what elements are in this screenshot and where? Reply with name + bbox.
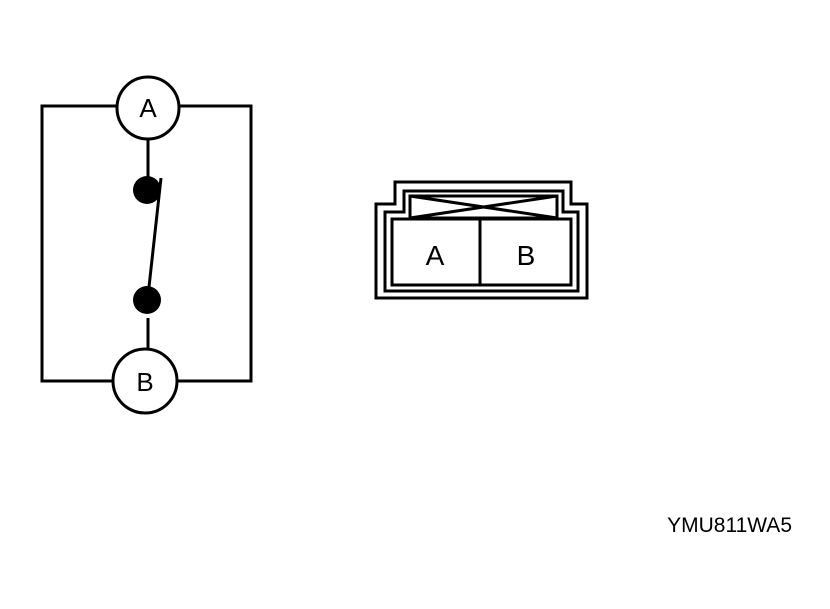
terminal-a-label: A	[139, 93, 157, 123]
terminal-a-circle	[115, 75, 181, 141]
connector-pin-b-label: B	[517, 240, 536, 271]
contact-top	[133, 176, 161, 204]
connector-housing-outer	[374, 180, 589, 300]
loop-wire-left	[40, 104, 118, 383]
contact-bottom	[133, 286, 161, 314]
connector-latch-cross-2	[409, 194, 558, 220]
connector	[374, 180, 589, 300]
terminal-b-circle	[111, 347, 179, 415]
loop-wire-right	[178, 104, 253, 383]
terminal-b-label: B	[136, 367, 153, 397]
connector-pin-b-cavity	[478, 217, 573, 287]
switch-schematic	[40, 75, 253, 415]
switch-lever	[146, 177, 163, 297]
reference-code: YMU811WA5	[667, 514, 792, 537]
connector-pin-a-label: A	[426, 240, 445, 271]
connector-housing-inner	[383, 189, 580, 293]
